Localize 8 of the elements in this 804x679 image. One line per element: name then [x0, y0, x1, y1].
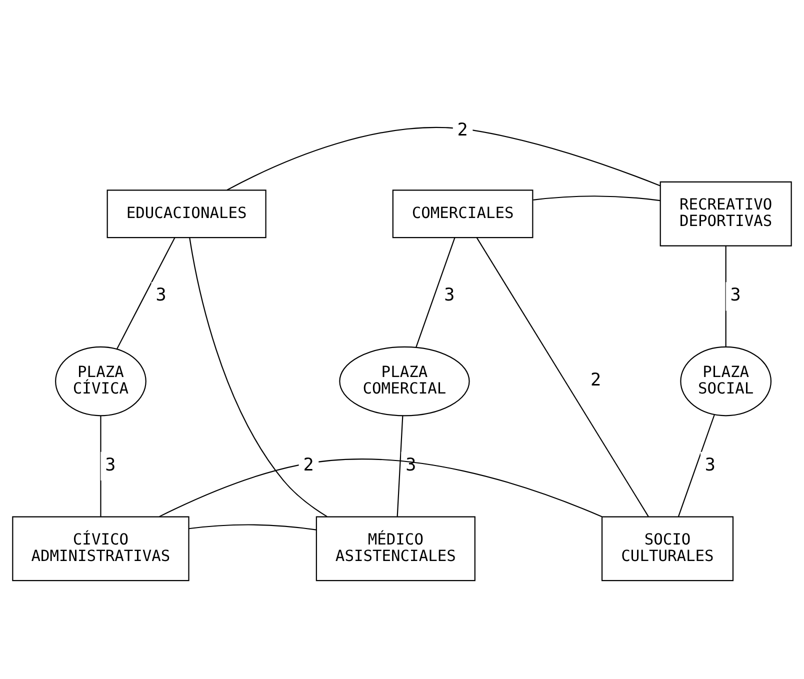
edge-label: 2: [590, 370, 602, 390]
edge-label: 3: [444, 285, 455, 306]
edge-label: 2: [303, 454, 314, 475]
edge-label: 3: [105, 454, 116, 475]
edge-label: 3: [730, 285, 741, 306]
edge-label: 2: [457, 120, 468, 140]
edge-label: 3: [156, 285, 166, 306]
edge-label: 3: [704, 454, 716, 475]
